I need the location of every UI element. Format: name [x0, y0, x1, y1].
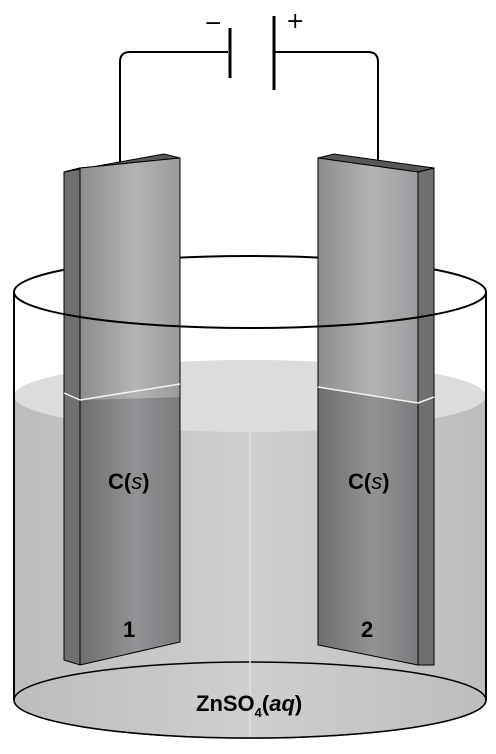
electrode-1-face-above — [80, 158, 180, 400]
battery-positive-sign: + — [286, 9, 304, 34]
electrode-2-outline — [317, 157, 419, 666]
electrode-1 — [63, 153, 181, 666]
electrode-2-face-submerged — [318, 387, 418, 665]
electrode-1-material-label: C(s) — [108, 469, 150, 494]
electrode-2 — [317, 153, 435, 666]
electrode-2-side — [417, 167, 435, 666]
electrode-1-waterline-side — [63, 392, 81, 401]
electrode-2-waterline — [317, 386, 419, 404]
electrode-1-number: 1 — [123, 617, 135, 642]
solution-label: ZnSO4(aq) — [196, 691, 302, 720]
electrode-1-outline — [79, 157, 181, 666]
electrode-2-material-label: C(s) — [348, 469, 390, 494]
electrode-2-waterline-side — [417, 396, 435, 404]
wire-left — [119, 51, 228, 165]
wire-right — [274, 51, 379, 163]
beaker-rim-front — [13, 291, 487, 329]
beaker-rim-back — [13, 255, 487, 293]
battery-negative-sign: − — [204, 11, 222, 36]
electrode-2-number: 2 — [361, 617, 373, 642]
electrode-1-waterline — [79, 383, 181, 401]
electrode-1-side — [63, 167, 81, 666]
electrode-1-face-submerged — [80, 397, 180, 665]
